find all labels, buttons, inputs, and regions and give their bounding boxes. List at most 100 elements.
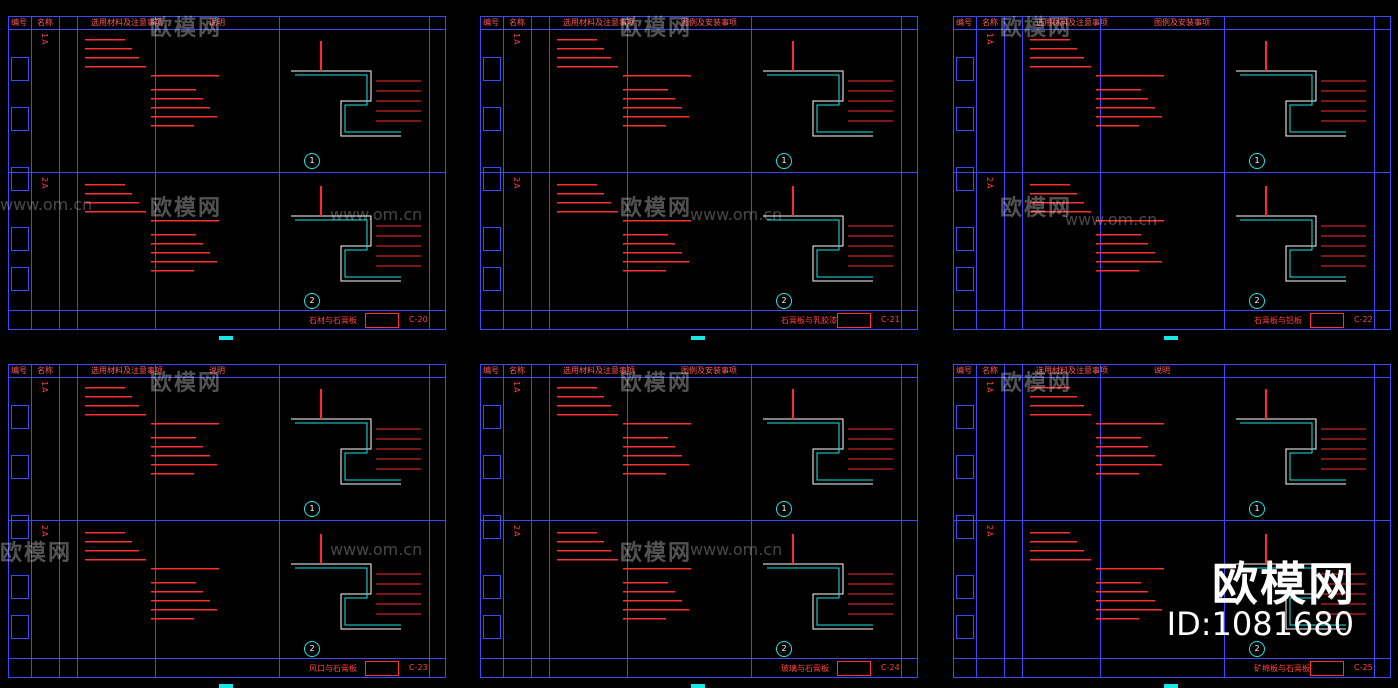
note-line [1096,423,1164,425]
sheet-indicator[interactable] [1164,684,1178,688]
header-notes: 选用材料及注意事项 [91,366,163,375]
note-line [623,423,691,425]
left-tab-block [956,405,974,429]
finish-line [1240,422,1346,481]
finish-line [295,74,401,133]
sheet-indicator[interactable] [219,336,233,340]
profile-line [1236,563,1346,630]
note-line [1096,582,1141,584]
watermark-brand: 欧模网 [1000,16,1073,41]
note-line [623,116,689,118]
watermark-brand: 欧模网 [150,16,223,41]
note-line [557,66,618,68]
note-line [1030,387,1070,389]
note-line [1030,559,1091,561]
section-detail [763,389,893,485]
note-line [1096,125,1139,127]
left-tab-block [11,405,29,429]
sheet-indicator[interactable] [691,336,705,340]
table-header: 编号名称选用材料及注意事项图例及安装事项 [481,365,917,378]
detail-number: 1 [304,153,320,169]
watermark-brand: 欧模网 [620,541,693,566]
profile-line [763,70,873,137]
note-line [1030,532,1070,534]
row-code: 2A [512,177,521,190]
detail-drawing [1226,31,1376,315]
header-name: 名称 [982,18,998,27]
note-line [623,446,675,448]
column-divider [627,17,628,329]
left-tab-block [11,107,29,131]
left-tab-block [483,167,501,191]
finish-line [767,422,873,481]
watermark-url: www.om.cn [330,205,423,224]
header-num: 编号 [483,18,499,27]
note-line [1096,98,1148,100]
watermark-brand: 欧模网 [620,196,693,221]
header-num: 编号 [956,18,972,27]
left-tab-block [483,267,501,291]
note-line [85,550,139,552]
note-line [623,252,682,254]
note-line [151,125,194,127]
note-line [151,582,196,584]
header-notes: 选用材料及注意事项 [563,366,635,375]
note-line [151,234,196,236]
column-divider [1022,17,1023,329]
row-code: 2A [40,525,49,538]
sheet-title: 玻璃与石膏板 [781,664,829,673]
note-line [1030,202,1084,204]
column-divider [549,17,550,329]
section-detail [1236,534,1366,630]
note-line [1030,405,1084,407]
detail-number: 2 [304,641,320,657]
note-line [151,591,203,593]
finish-line [1240,74,1346,133]
profile-line [291,418,401,485]
note-line [151,220,219,222]
sheet-title: 石膏板与乳胶漆 [781,316,837,325]
header-notes: 选用材料及注意事项 [563,18,635,27]
left-tab-block [11,57,29,81]
left-tab-block [956,615,974,639]
left-tab-block [483,455,501,479]
note-line [557,396,604,398]
note-line [151,600,210,602]
header-name: 名称 [982,366,998,375]
note-line [623,582,668,584]
row-divider [9,520,445,521]
column-divider [751,365,752,677]
note-line [557,550,611,552]
note-line [623,568,691,570]
row-code: 1A [512,381,521,394]
note-line [557,39,597,41]
note-line [151,89,196,91]
header-num: 编号 [11,18,27,27]
note-line [557,541,604,543]
detail-drawing [753,31,903,315]
sheet-indicator[interactable] [1164,336,1178,340]
sheet-indicator[interactable] [691,684,705,688]
note-line [623,591,675,593]
detail-number: 2 [776,293,792,309]
sheet-title: 石膏板与铝板 [1254,316,1302,325]
note-line [1030,39,1070,41]
left-tab-block [11,167,29,191]
note-line [623,609,689,611]
note-line [151,243,203,245]
column-divider [901,17,902,329]
note-line [151,107,210,109]
note-line [623,473,666,475]
column-divider [1100,17,1101,329]
left-tab-block [956,515,974,539]
note-line [85,405,139,407]
sheet-indicator[interactable] [219,684,233,688]
row-divider [954,172,1390,173]
